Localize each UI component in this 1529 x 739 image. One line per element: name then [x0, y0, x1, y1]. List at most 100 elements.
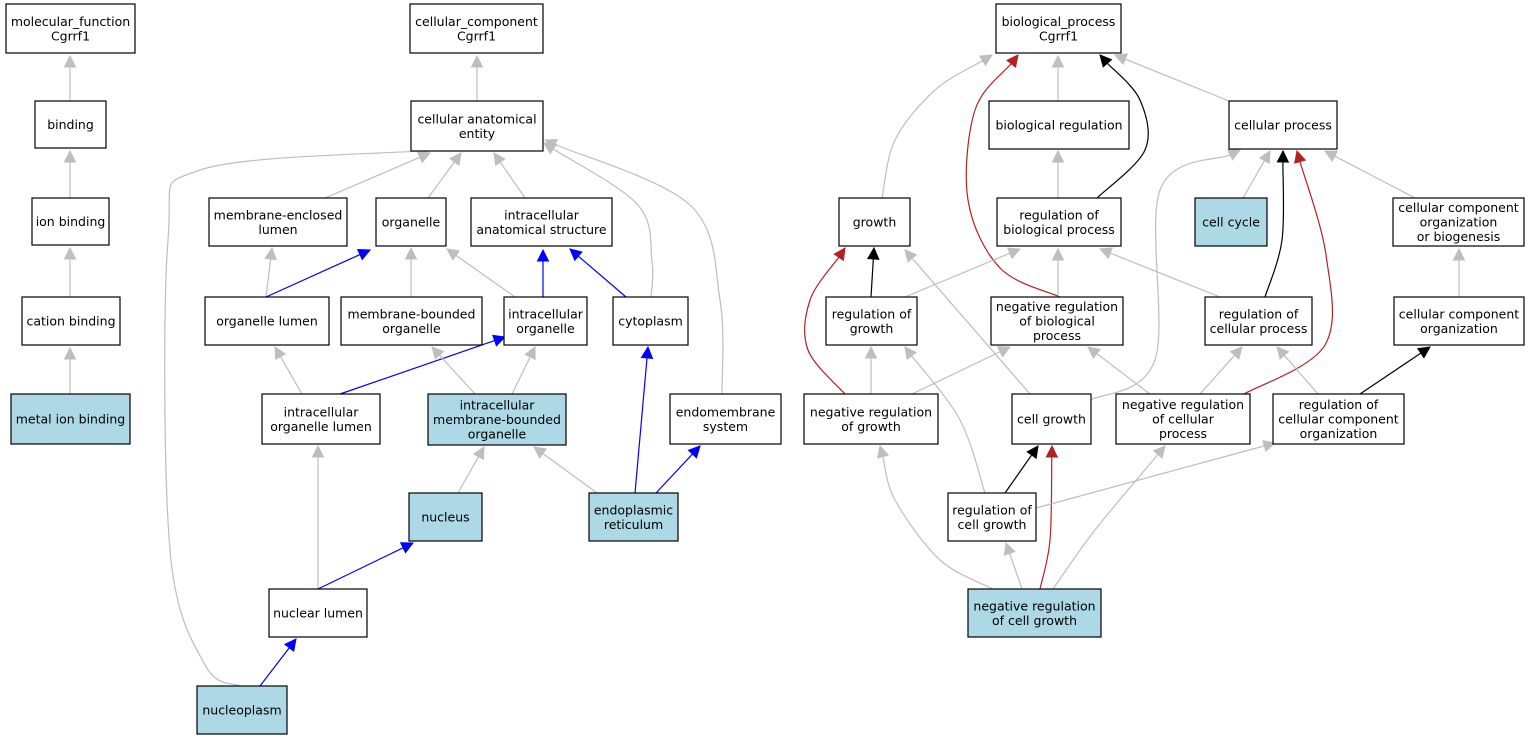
edge-line	[1039, 456, 1053, 590]
term-node-ionbinding[interactable]: ion binding	[31, 197, 110, 246]
term-box	[988, 100, 1130, 150]
edge-line	[904, 252, 1011, 298]
arrowhead-icon	[492, 334, 507, 347]
edge-regulates-regbp-to-bp	[1096, 54, 1149, 199]
edge-line	[634, 357, 648, 494]
term-label-line: cell cycle	[1202, 215, 1260, 230]
arrowhead-icon	[864, 345, 878, 359]
term-label-line: biological regulation	[995, 118, 1122, 133]
edge-is-a-cco-to-ccob	[1452, 247, 1466, 297]
arrowhead-icon	[1258, 150, 1271, 165]
edge-is-a-io-to-organelle	[446, 248, 516, 298]
arrowhead-icon	[404, 246, 418, 260]
term-label-line: process	[1033, 328, 1081, 343]
term-node-metalion[interactable]: metal ion binding	[10, 393, 131, 445]
edge-is-a-regbp-to-bioreg	[1051, 149, 1065, 198]
edge-line	[1089, 154, 1231, 401]
term-box	[21, 296, 121, 346]
arrowhead-icon	[876, 444, 890, 459]
term-label-line: regulation of	[1299, 397, 1379, 412]
term-node-cellcycle[interactable]: cell cycle	[1194, 197, 1268, 247]
arrowhead-icon	[978, 54, 993, 67]
edge-line	[1009, 553, 1023, 590]
edge-line	[911, 355, 986, 494]
arrowhead-icon	[1005, 54, 1019, 68]
edge-is-a-binding-to-mf	[63, 54, 77, 101]
arrowhead-icon	[446, 248, 461, 261]
arrowhead-icon	[1003, 541, 1016, 556]
edge-is-a-cellproc-to-bp	[1113, 53, 1230, 102]
term-node-nucleoplasm[interactable]: nucleoplasm	[196, 685, 288, 735]
term-label-line: membrane-bounded	[433, 412, 561, 427]
arrowhead-icon	[1276, 346, 1290, 360]
edge-part-of-er-to-cytoplasm	[634, 345, 654, 494]
edge-line	[279, 356, 303, 395]
term-label-line: Cgrrf1	[457, 28, 496, 43]
term-node-cellgrowth[interactable]: cell growth	[1011, 393, 1092, 445]
edge-line	[1199, 354, 1236, 395]
edge-line	[1242, 160, 1266, 199]
term-label-line: cell growth	[1017, 412, 1086, 427]
edge-is-a-metalion-to-cationbinding	[63, 346, 77, 394]
term-label-line: of cell growth	[992, 613, 1077, 628]
term-label-line: intracellular	[508, 306, 584, 321]
term-label-line: of cellular	[1152, 412, 1215, 427]
term-label-line: organelle	[382, 321, 441, 336]
term-node-cellproc[interactable]: cellular process	[1228, 100, 1338, 150]
term-label-line: Cgrrf1	[1039, 28, 1078, 43]
term-node-cationbinding[interactable]: cation binding	[21, 296, 121, 346]
term-label-line: of growth	[841, 419, 901, 434]
term-label-line: regulation of	[952, 502, 1032, 517]
edge-line	[1264, 161, 1285, 298]
edge-part-of-er-to-endosys	[655, 445, 701, 494]
term-node-bioreg[interactable]: biological regulation	[988, 100, 1130, 150]
term-label-line: nuclear lumen	[273, 606, 363, 621]
edge-part-of-cytoplasm-to-ias	[569, 248, 627, 298]
arrowhead-icon	[1152, 445, 1166, 459]
term-node-organelle[interactable]: organelle	[375, 197, 447, 247]
term-box	[669, 393, 782, 445]
term-box	[375, 197, 447, 247]
arrowhead-icon	[1276, 149, 1290, 163]
term-label-line: ion binding	[36, 214, 106, 229]
edge-is-a-neggrowth-to-negregbp	[911, 346, 1012, 395]
edge-is-a-negregcp-to-negregbp	[1087, 346, 1151, 395]
edge-is-a-cationbinding-to-ionbinding	[63, 246, 77, 297]
edge-is-a-nucleus-to-imbo	[457, 446, 485, 494]
term-node-orglumen[interactable]: organelle lumen	[204, 296, 330, 346]
term-box	[825, 296, 918, 346]
term-box	[995, 3, 1122, 54]
edge-negatively-regulates-negregcg-to-cellgrowth	[1039, 444, 1059, 590]
term-node-nuclumen[interactable]: nuclear lumen	[268, 588, 368, 638]
edge-line	[324, 156, 421, 199]
term-node-growth[interactable]: growth	[838, 197, 911, 247]
term-label-line: nucleoplasm	[202, 703, 281, 718]
term-node-binding[interactable]: binding	[34, 100, 107, 149]
edge-is-a-cellcycle-to-cellproc	[1242, 150, 1271, 199]
term-node-nucleus[interactable]: nucleus	[408, 492, 483, 542]
term-node-cytoplasm[interactable]: cytoplasm	[612, 296, 689, 346]
